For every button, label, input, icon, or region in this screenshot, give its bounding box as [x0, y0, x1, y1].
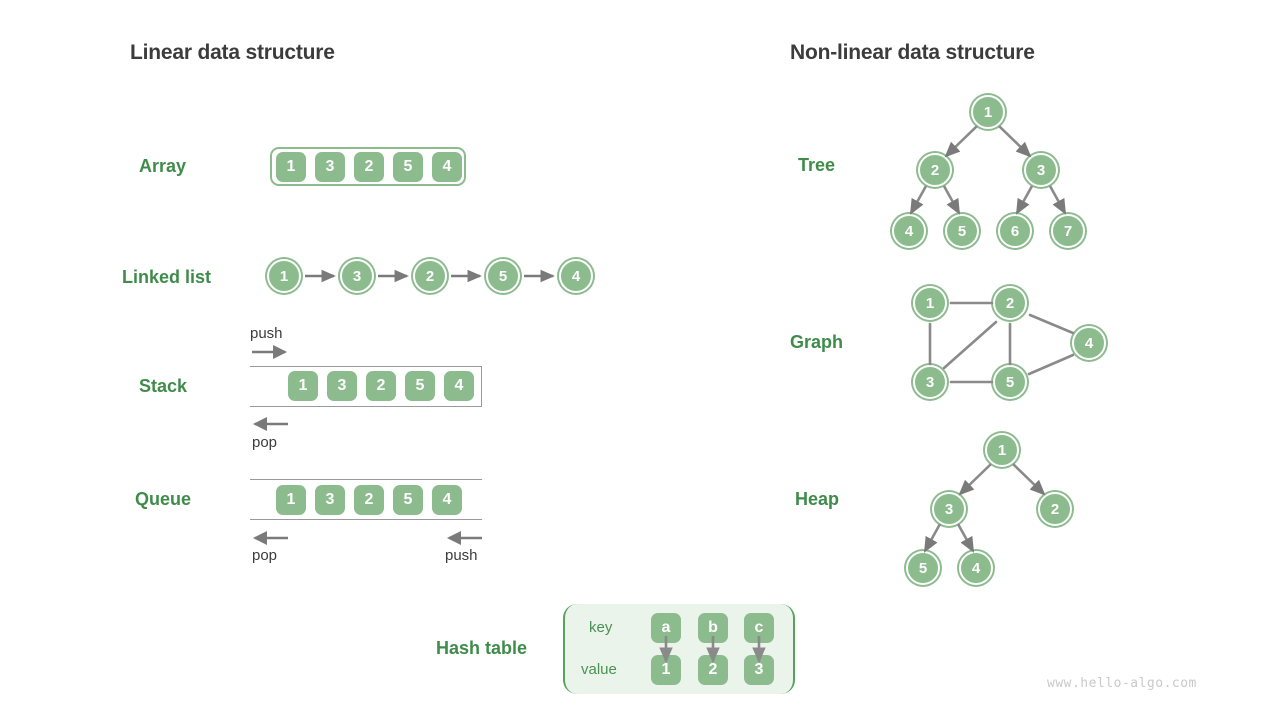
queue-container: [250, 479, 482, 520]
queue-cell: 4: [432, 485, 462, 515]
tree-node: 3: [1024, 153, 1058, 187]
hash-value-cell: 3: [744, 655, 774, 685]
array-cell: 4: [432, 152, 462, 182]
stack-cell: 4: [444, 371, 474, 401]
hash-key-cell: c: [744, 613, 774, 643]
linked-list-node: 2: [413, 259, 447, 293]
watermark: www.hello-algo.com: [1047, 676, 1197, 691]
linear-column-title: Linear data structure: [130, 41, 335, 64]
stack-cell: 3: [327, 371, 357, 401]
label-queue: Queue: [134, 489, 191, 509]
tree-node: 1: [971, 95, 1005, 129]
hash-key-cell: b: [698, 613, 728, 643]
graph-node: 4: [1072, 326, 1106, 360]
array-cell: 1: [276, 152, 306, 182]
label-hash-table: Hash table: [435, 638, 527, 658]
label-stack: Stack: [138, 376, 187, 396]
queue-push-label: push: [445, 547, 478, 564]
hash-value-cell: 2: [698, 655, 728, 685]
linked-list-node: 5: [486, 259, 520, 293]
heap-node: 4: [959, 551, 993, 585]
queue-cell: 1: [276, 485, 306, 515]
stack-cell: 2: [366, 371, 396, 401]
hash-key-label: key: [589, 619, 613, 636]
array-cell: 2: [354, 152, 384, 182]
graph-node: 2: [993, 286, 1027, 320]
tree-node: 6: [998, 214, 1032, 248]
tree-node: 7: [1051, 214, 1085, 248]
stack-pop-label: pop: [252, 434, 278, 451]
array-cell: 3: [315, 152, 345, 182]
stack-cell: 1: [288, 371, 318, 401]
heap-node: 3: [932, 492, 966, 526]
label-tree: Tree: [797, 155, 835, 175]
array-cell: 5: [393, 152, 423, 182]
heap-node: 5: [906, 551, 940, 585]
label-graph: Graph: [789, 332, 843, 352]
hash-key-cell: a: [651, 613, 681, 643]
graph-node: 1: [913, 286, 947, 320]
array-container: [270, 147, 466, 186]
nonlinear-column-title: Non-linear data structure: [790, 41, 1035, 64]
queue-cell: 5: [393, 485, 423, 515]
hash-value-cell: 1: [651, 655, 681, 685]
heap-node: 2: [1038, 492, 1072, 526]
linked-list-node: 1: [267, 259, 301, 293]
queue-pop-label: pop: [252, 547, 278, 564]
heap-node: 1: [985, 433, 1019, 467]
queue-cell: 2: [354, 485, 384, 515]
stack-cell: 5: [405, 371, 435, 401]
label-array: Array: [138, 156, 186, 176]
linked-list-node: 3: [340, 259, 374, 293]
linked-list-node: 4: [559, 259, 593, 293]
tree-node: 2: [918, 153, 952, 187]
hash-value-label: value: [581, 661, 617, 678]
label-linked-list: Linked list: [121, 267, 211, 287]
queue-cell: 3: [315, 485, 345, 515]
tree-node: 5: [945, 214, 979, 248]
graph-node: 3: [913, 365, 947, 399]
tree-node: 4: [892, 214, 926, 248]
stack-push-label: push: [250, 325, 283, 342]
label-heap: Heap: [794, 489, 839, 509]
graph-node: 5: [993, 365, 1027, 399]
